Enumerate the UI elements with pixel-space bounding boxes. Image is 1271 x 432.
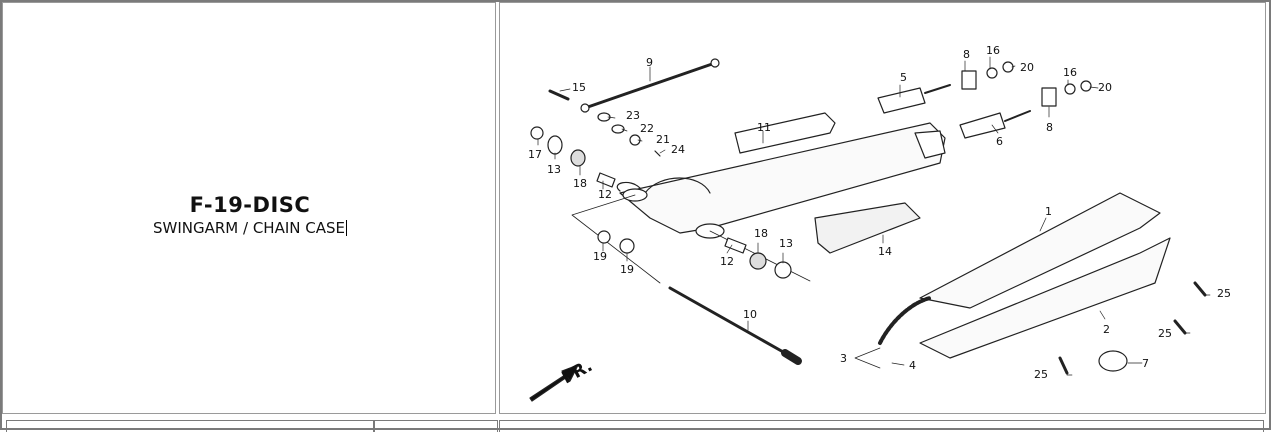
nut-20b	[1080, 80, 1092, 92]
callout-20a: 20	[1020, 61, 1034, 74]
callout-23: 23	[626, 109, 640, 122]
callout-12a: 12	[598, 188, 612, 201]
swingarm-cross-tube	[644, 177, 711, 194]
leader-lines	[537, 56, 1211, 376]
callout-25b: 25	[1158, 327, 1172, 340]
pin-12b	[724, 237, 747, 254]
front-direction-arrow	[529, 364, 579, 402]
bush-13b	[774, 261, 792, 279]
callout-12b: 12	[720, 255, 734, 268]
direction-label: FR.	[559, 356, 596, 388]
callout-15: 15	[572, 81, 586, 94]
callout-7: 7	[1142, 357, 1149, 370]
callout-19a: 19	[593, 250, 607, 263]
nut-20a	[1002, 61, 1014, 73]
bolt-25c	[1058, 356, 1069, 375]
callout-25a: 25	[1217, 287, 1231, 300]
text-cursor	[346, 220, 347, 236]
callout-25c: 25	[1034, 368, 1048, 381]
next-row-cell-3	[499, 420, 1264, 432]
chain-case-lower	[919, 237, 1171, 359]
callout-13a: 13	[547, 163, 561, 176]
callout-17: 17	[528, 148, 542, 161]
part-info-cell: F-19-DISC SWINGARM / CHAIN CASE	[2, 2, 496, 414]
callout-21: 21	[656, 133, 670, 146]
callout-13b: 13	[779, 237, 793, 250]
swingarm-body	[619, 122, 946, 234]
nut-16a	[986, 67, 998, 79]
plate-8b	[1041, 87, 1057, 107]
next-table-row	[2, 417, 1266, 432]
callout-24: 24	[671, 143, 685, 156]
bearing-18	[570, 149, 586, 167]
seal-19b	[619, 238, 635, 254]
next-row-cell-2	[374, 420, 498, 432]
adjuster-5	[877, 87, 926, 114]
callout-4: 4	[909, 359, 916, 372]
bush-13	[547, 135, 563, 155]
plate-8a	[961, 70, 977, 90]
pin-12	[596, 172, 616, 188]
torque-rod	[583, 61, 717, 110]
cap-7	[1098, 350, 1128, 372]
callout-1: 1	[1045, 205, 1052, 218]
bolt-25b	[1173, 319, 1187, 335]
callout-16a: 16	[986, 44, 1000, 57]
chain-slider	[814, 202, 921, 254]
part-name: SWINGARM / CHAIN CASE	[153, 219, 345, 237]
callout-8b: 8	[1046, 121, 1053, 134]
nut-16b	[1064, 83, 1076, 95]
adjuster-6	[959, 112, 1006, 139]
diagram-cell: 9 15 23 22 21 24 17 13 18 12 11 19 19 12…	[499, 2, 1266, 414]
bolt-25a	[1193, 281, 1207, 297]
chain-case-upper	[919, 192, 1161, 309]
callout-10: 10	[743, 308, 757, 321]
exploded-parts-diagram: 9 15 23 22 21 24 17 13 18 12 11 19 19 12…	[528, 44, 1231, 402]
cotter-24	[654, 150, 661, 157]
bolt-15	[548, 89, 570, 101]
callout-16b: 16	[1063, 66, 1077, 79]
seal-19a	[597, 230, 611, 244]
callout-22: 22	[640, 122, 654, 135]
swingarm-pivot-left	[616, 181, 641, 192]
part-name-wrap[interactable]: SWINGARM / CHAIN CASE	[3, 219, 497, 237]
callout-20b: 20	[1098, 81, 1112, 94]
washer-17	[530, 126, 544, 140]
callout-11: 11	[757, 121, 771, 134]
washer-22	[611, 124, 625, 134]
callout-18b: 18	[754, 227, 768, 240]
nut-21	[629, 134, 641, 146]
drive-chain	[878, 296, 932, 345]
swingarm-upper-rail	[734, 112, 836, 154]
part-code: F-19-DISC	[189, 193, 311, 217]
swingarm-right-end	[914, 130, 946, 159]
bearing-18b	[749, 252, 767, 270]
callout-18a: 18	[573, 177, 587, 190]
callout-3: 3	[840, 352, 847, 365]
callout-8a: 8	[963, 48, 970, 61]
axle-bolt	[668, 286, 787, 355]
next-row-cell-1	[6, 420, 374, 432]
callout-14: 14	[878, 245, 892, 258]
callout-9: 9	[646, 56, 653, 69]
callout-5: 5	[900, 71, 907, 84]
callout-2: 2	[1103, 323, 1110, 336]
callout-19b: 19	[620, 263, 634, 276]
callout-6: 6	[996, 135, 1003, 148]
